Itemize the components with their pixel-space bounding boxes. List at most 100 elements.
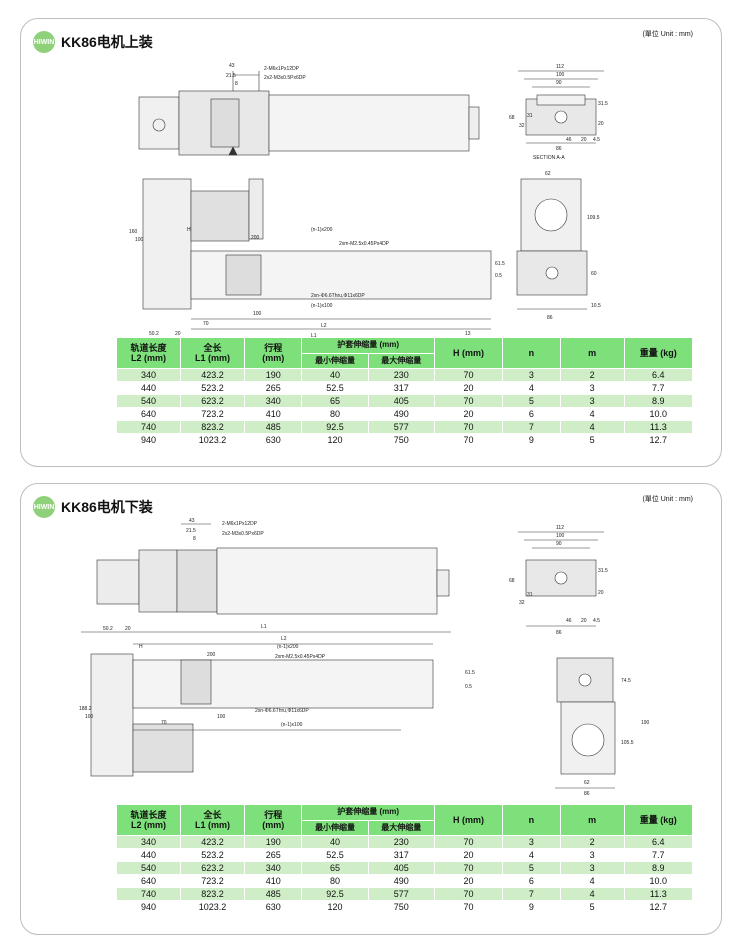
col-header-weight: 重量 (kg) bbox=[623, 337, 694, 369]
table-cell: 65 bbox=[301, 394, 369, 408]
table-cell: 120 bbox=[301, 433, 369, 447]
col-header-max-bellows: 最大伸缩量 bbox=[367, 819, 435, 836]
table-cell: 3 bbox=[559, 381, 625, 395]
spec-table: 轨道长度 L2 (mm) 全长 L1 (mm) 行程 (mm) 护套伸缩量 (m… bbox=[116, 804, 694, 914]
table-cell: 940 bbox=[116, 433, 181, 447]
dim-label: (n-1)x200 bbox=[311, 227, 333, 233]
table-cell: 7.7 bbox=[623, 381, 694, 395]
dim-label: 32 bbox=[519, 600, 525, 606]
table-cell: 10.0 bbox=[623, 874, 694, 888]
dim-label: 70 bbox=[203, 321, 209, 327]
table-cell: 190 bbox=[243, 368, 303, 382]
table-cell: 12.7 bbox=[623, 900, 694, 914]
dim-label: 68 bbox=[509, 115, 515, 121]
table-cell: 485 bbox=[243, 887, 303, 901]
table-cell: 4 bbox=[559, 420, 625, 434]
col-header-min-bellows: 最小伸缩量 bbox=[301, 352, 369, 369]
dim-label: 50.2 bbox=[103, 626, 113, 632]
dim-label: 32 bbox=[519, 123, 525, 129]
table-cell: 20 bbox=[433, 874, 504, 888]
dim-label: 100 bbox=[85, 714, 94, 720]
table-cell: 70 bbox=[433, 420, 504, 434]
col-header-n: n bbox=[502, 804, 561, 836]
dim-label: 31 bbox=[527, 113, 533, 119]
table-cell: 423.2 bbox=[180, 368, 245, 382]
table-cell: 80 bbox=[301, 874, 369, 888]
dim-label: 2x2-M3x0.5Px6DP bbox=[222, 531, 264, 537]
table-cell: 11.3 bbox=[623, 887, 694, 901]
table-cell: 490 bbox=[367, 874, 435, 888]
col-header-weight: 重量 (kg) bbox=[623, 804, 694, 836]
col-header-n: n bbox=[502, 337, 561, 369]
table-cell: 5 bbox=[502, 394, 561, 408]
table-cell: 120 bbox=[301, 900, 369, 914]
dim-label: 90 bbox=[556, 80, 562, 86]
table-cell: 750 bbox=[367, 433, 435, 447]
table-cell: 9 bbox=[502, 900, 561, 914]
section-view bbox=[518, 70, 604, 144]
table-cell: 2 bbox=[559, 368, 625, 382]
table-cell: 5 bbox=[502, 861, 561, 875]
table-cell: 8.9 bbox=[623, 861, 694, 875]
section-panel-bottom-mount: HIWIN KK86电机下装 (單位 Unit : mm) bbox=[20, 483, 722, 935]
table-cell: 70 bbox=[433, 861, 504, 875]
dim-label: 2xn-Φ6.6Thru,Φ11x6DP bbox=[255, 708, 309, 714]
dim-label: 112 bbox=[556, 525, 564, 531]
table-cell: 52.5 bbox=[301, 848, 369, 862]
dim-label: 2-M6x1Px12DP bbox=[222, 521, 258, 527]
dim-label: 86 bbox=[556, 630, 562, 636]
table-cell: 410 bbox=[243, 874, 303, 888]
dim-label: 100 bbox=[217, 714, 226, 720]
table-cell: 577 bbox=[367, 420, 435, 434]
table-cell: 6 bbox=[502, 407, 561, 421]
table-cell: 9 bbox=[502, 433, 561, 447]
dim-label: 8 bbox=[193, 536, 196, 542]
col-header-total-length: 全长 L1 (mm) bbox=[180, 337, 245, 369]
table-cell: 405 bbox=[367, 394, 435, 408]
table-cell: 317 bbox=[367, 381, 435, 395]
table-cell: 440 bbox=[116, 381, 181, 395]
table-cell: 317 bbox=[367, 848, 435, 862]
table-cell: 740 bbox=[116, 887, 181, 901]
dim-label: 200 bbox=[251, 235, 260, 241]
dim-label: 0.5 bbox=[495, 273, 502, 279]
top-view bbox=[96, 523, 450, 615]
hiwin-logo: HIWIN bbox=[33, 496, 55, 518]
table-cell: 3 bbox=[502, 368, 561, 382]
table-cell: 20 bbox=[433, 381, 504, 395]
dim-label: 188.2 bbox=[79, 706, 92, 712]
dim-label: 100 bbox=[253, 311, 262, 317]
col-header-rail-length: 轨道长度 L2 (mm) bbox=[116, 337, 181, 369]
table-cell: 265 bbox=[243, 381, 303, 395]
dim-label: 2xn-Φ6.6Thru,Φ11x6DP bbox=[311, 293, 365, 299]
col-header-h: H (mm) bbox=[433, 337, 504, 369]
col-header-total-length: 全长 L1 (mm) bbox=[180, 804, 245, 836]
col-header-stroke: 行程 (mm) bbox=[243, 804, 303, 836]
dim-label: 13 bbox=[465, 331, 471, 337]
table-cell: 523.2 bbox=[180, 848, 245, 862]
dim-label: L1 bbox=[261, 624, 267, 630]
dim-label: 109.5 bbox=[587, 215, 600, 221]
table-cell: 623.2 bbox=[180, 861, 245, 875]
table-cell: 340 bbox=[243, 394, 303, 408]
dim-label: 20 bbox=[581, 137, 587, 143]
bellows-top bbox=[268, 94, 470, 152]
dim-label: 2-M6x1Px12DP bbox=[264, 66, 300, 72]
hiwin-logo: HIWIN bbox=[33, 31, 55, 53]
dim-label: 2xm-M2.5x0.45Px4DP bbox=[275, 654, 326, 660]
dim-label: 61.5 bbox=[495, 261, 505, 267]
table-cell: 4 bbox=[559, 887, 625, 901]
dim-label: H bbox=[139, 644, 143, 650]
table-cell: 623.2 bbox=[180, 394, 245, 408]
table-cell: 4 bbox=[559, 874, 625, 888]
dim-label: 86 bbox=[584, 791, 590, 797]
table-cell: 190 bbox=[243, 835, 303, 849]
table-cell: 405 bbox=[367, 861, 435, 875]
spec-table: 轨道长度 L2 (mm) 全长 L1 (mm) 行程 (mm) 护套伸缩量 (m… bbox=[116, 337, 694, 447]
table-cell: 640 bbox=[116, 874, 181, 888]
dim-label: 20 bbox=[175, 331, 181, 337]
